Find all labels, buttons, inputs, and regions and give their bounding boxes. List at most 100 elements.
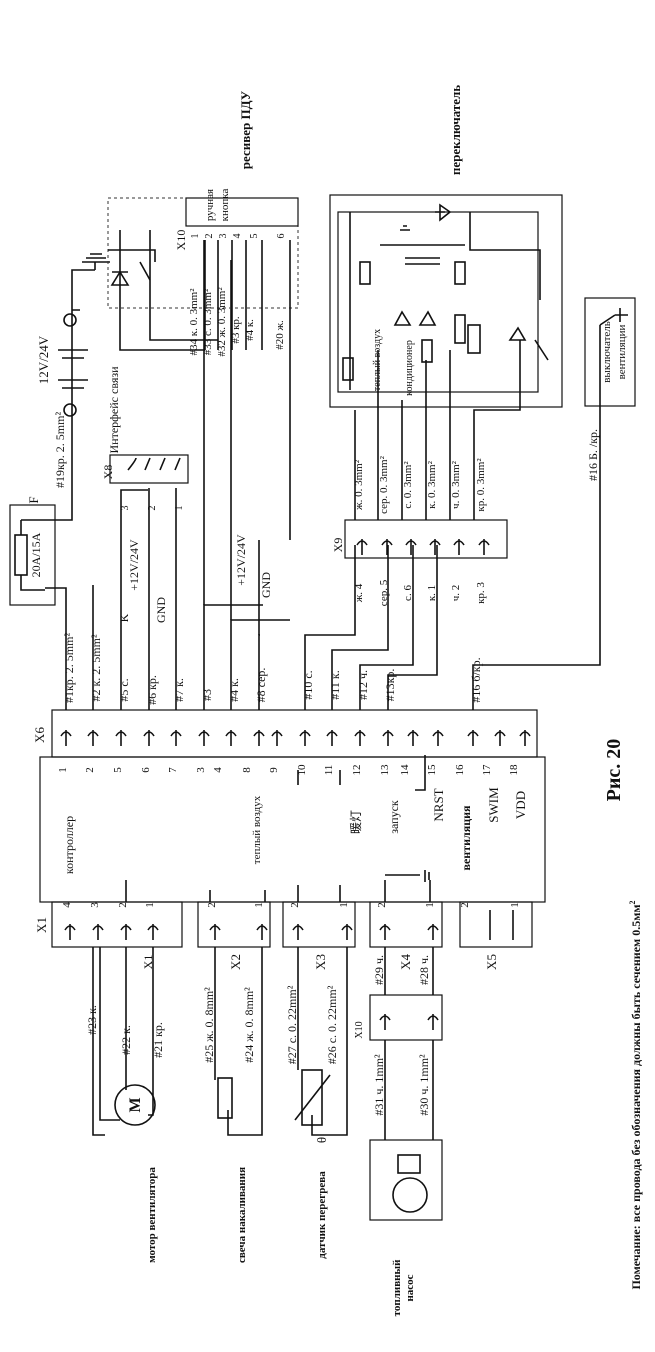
x9-right-label: сер. 0. 3mm² <box>378 455 390 514</box>
connector-pin <box>407 730 419 746</box>
wire19-label: #19кр. 2. 5mm² <box>53 412 67 488</box>
wire-k-label: K <box>117 613 131 622</box>
pin-label: 2 <box>206 902 218 908</box>
wire-label: #27 с. 0. 22mm² <box>285 985 299 1064</box>
x10-bottom-connector <box>369 994 443 1041</box>
pin-label: 5 <box>249 234 260 239</box>
x3-label: X3 <box>313 954 328 970</box>
wire-label: #20 ж. <box>274 320 286 350</box>
x9-left-label: к. 1 <box>426 585 438 601</box>
wire-label: #10 с. <box>301 670 315 699</box>
x6-connector <box>51 709 538 758</box>
connector-pin <box>64 924 76 940</box>
wire-label: #25 ж. 0. 8mm² <box>202 987 216 1063</box>
connector-pin <box>115 730 127 746</box>
wire-label: #12 ч. <box>356 670 370 700</box>
connector-pin <box>256 924 268 940</box>
connector-pin <box>92 924 104 940</box>
pin-label: 5 <box>112 767 124 773</box>
switch-box <box>329 194 563 408</box>
wire-label: #21 кр. <box>151 1022 165 1058</box>
pin-label: 9 <box>268 767 280 773</box>
connector-pin <box>381 539 393 555</box>
receiver-wire-labels: #34 к. 0. 3mm² #33 с. 0. 3mm² #32 ж. 0. … <box>188 287 286 357</box>
x9-right-label: ч. 0. 3mm² <box>450 460 462 509</box>
connector-pin <box>354 730 366 746</box>
wire-label: #13кр. <box>383 669 397 702</box>
wire-label: #16 б/кр. <box>469 657 483 702</box>
device-label-motor: мотор вентилятора <box>146 1167 158 1263</box>
receiver-led <box>110 270 130 286</box>
fuel-pump-icon <box>392 1177 428 1213</box>
pin-label: 1 <box>253 902 265 908</box>
x10-top-connector <box>185 197 299 227</box>
connector-pin <box>271 730 283 746</box>
x9-right-label: ж. 0. 3mm² <box>353 459 365 511</box>
x10-pin-numbers: 1 2 3 4 5 6 <box>190 234 287 239</box>
x4-label: X4 <box>398 954 413 970</box>
wire-label: #30 ч. 1mm² <box>417 1054 431 1116</box>
switch-inner-ac: кондиционер <box>404 340 415 396</box>
x10b-label: X10 <box>354 1021 365 1038</box>
bottom-pins <box>64 924 439 1030</box>
wire16-label: #16 Б. /кр. <box>586 429 600 481</box>
pin-label: 3 <box>120 506 131 511</box>
connector-pin <box>478 539 490 555</box>
pin-label: 6 <box>276 234 287 239</box>
battery-label: 12V/24V <box>36 335 51 384</box>
x6-wires <box>45 240 601 710</box>
wire-label: #7 к. <box>172 678 186 702</box>
connector-pin <box>209 924 221 940</box>
x5-label: X5 <box>484 954 499 970</box>
glow-plug-icon <box>217 1077 233 1119</box>
connector-pin <box>405 539 417 555</box>
x1b-label: X1 <box>141 955 155 970</box>
wire-label: #34 к. 0. 3mm² <box>188 288 200 356</box>
pin-label: 1 <box>190 234 201 239</box>
connector-pin <box>429 539 441 555</box>
controller-pin-numbers: 1 2 5 6 7 3 4 8 9 10 11 12 13 14 15 16 1… <box>57 764 520 776</box>
connector-pin <box>379 1014 391 1030</box>
wire-label: #5 с. <box>117 678 131 701</box>
device-label-sensor: датчик перегрева <box>316 1171 328 1259</box>
connector-pin <box>432 730 444 746</box>
x3-connector <box>282 901 356 948</box>
connector-pin <box>292 924 304 940</box>
x9-left-label: сер. 5 <box>378 579 390 606</box>
device-label-pump-1: топливный <box>391 1259 403 1316</box>
vdd-label: VDD <box>513 791 528 819</box>
pin-label: 17 <box>481 764 493 776</box>
x10-label: X10 <box>174 230 188 251</box>
x1-connector <box>51 901 183 948</box>
connector-pin <box>198 730 210 746</box>
x6-label: X6 <box>32 727 47 743</box>
pin-label: 7 <box>167 767 179 773</box>
wire-label: #4 к. <box>227 678 241 702</box>
glow-wires <box>214 947 263 1136</box>
x9-left-label: с. 6 <box>402 585 414 601</box>
pin-label: 14 <box>399 764 411 776</box>
pin-label: 13 <box>379 764 391 776</box>
x9-right-label: с. 0. 3mm² <box>402 461 414 509</box>
connector-pin <box>494 730 506 746</box>
wire-label: #6 кр. <box>145 675 159 705</box>
theta-symbol: θ <box>314 1137 329 1143</box>
sensor-icon <box>301 1069 323 1126</box>
x9-right-label: кр. 0. 3mm² <box>475 458 487 512</box>
wire-label: #2 к. 2. 5mm² <box>89 634 103 701</box>
connector-pin <box>427 1014 439 1030</box>
connector-pin <box>87 730 99 746</box>
connector-pin <box>356 539 368 555</box>
pin-label: 4 <box>232 234 243 239</box>
connector-pin <box>519 730 531 746</box>
pin-label: 2 <box>147 506 158 511</box>
chinese-label: 暖灯 <box>349 810 363 834</box>
manual-button-label-1: ручная <box>204 189 216 221</box>
pin-label: 4 <box>212 767 224 773</box>
x9-upper-wires <box>354 340 521 520</box>
wire-label: #29 ч. <box>372 955 386 985</box>
connector-pin <box>170 730 182 746</box>
bottom-wire-labels: #23 к. #22 к. #21 кр. #25 ж. 0. 8mm² #24… <box>85 955 431 1116</box>
wire-label: #24 ж. 0. 8mm² <box>242 987 256 1063</box>
